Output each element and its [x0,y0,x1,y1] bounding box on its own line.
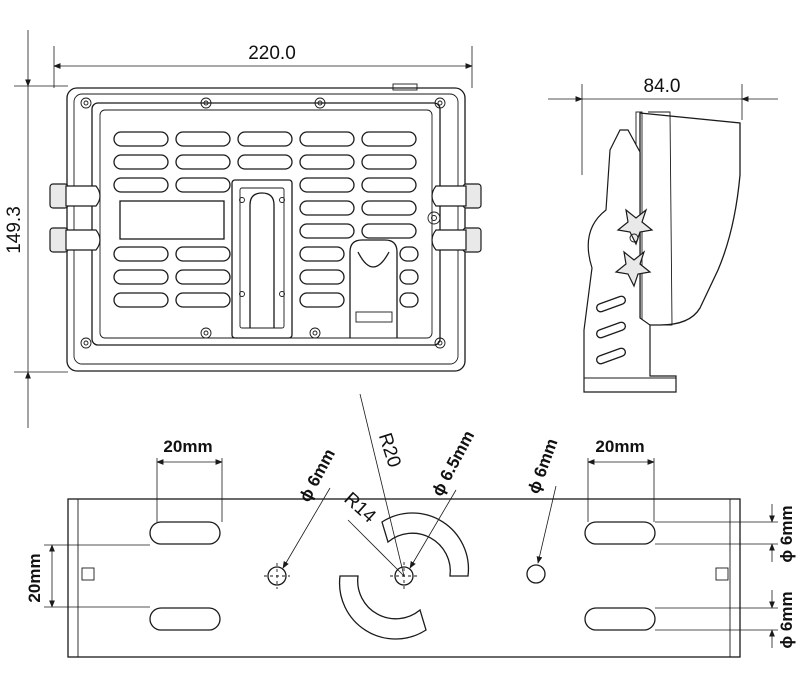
mount-hole-icon [264,562,546,590]
slot-spacing-label: 20mm [25,553,44,602]
height-dimension [14,30,68,428]
housing-profile [639,112,741,326]
label-plate [119,200,225,240]
bracket-plate [67,498,741,658]
depth-dimension [548,84,778,175]
connector-pocket [349,239,398,338]
arc-slot-lower [338,575,427,640]
bracket-view: 20mm 20mm 20mm ϕ 6mm ϕ 6.5mm ϕ 6mm R20 R… [25,393,796,658]
slot-right-bottom-label: ϕ 6mm [777,591,796,648]
front-height-label: 149.3 [4,206,25,254]
slot-diameter-dimension-top [655,504,778,562]
hole-center-label: ϕ 6.5mm [428,427,478,499]
vent-slots [113,131,419,308]
slot-width-right-label: 20mm [595,437,644,456]
slot-width-dimension-left [156,458,223,522]
bracket-slots [149,521,656,631]
side-view: 84.0 [548,76,778,393]
side-depth-label: 84.0 [644,76,681,97]
radius-inner-label: R14 [340,488,380,527]
back-panel [91,102,441,346]
radius-outer-label: R20 [374,430,405,470]
front-view: 220.0 149.3 [4,30,482,428]
knob-lower [614,250,652,288]
slot-diameter-dimension-bottom [655,590,778,648]
arc-slot-upper [381,512,470,577]
cable-channel [231,179,293,339]
screw-icon [80,97,446,349]
slot-spacing-dimension [44,544,150,608]
slot-width-left-label: 20mm [163,437,212,456]
slot-right-top-label: ϕ 6mm [777,505,796,562]
hole-left-label: ϕ 6mm [295,446,339,505]
front-width-label: 220.0 [248,43,296,64]
mount-knob-right [427,183,482,253]
knob-upper [616,208,654,246]
width-dimension [53,46,473,88]
slot-width-dimension-right [587,458,655,522]
housing-outline [66,87,466,372]
mount-knob-left [49,183,101,253]
